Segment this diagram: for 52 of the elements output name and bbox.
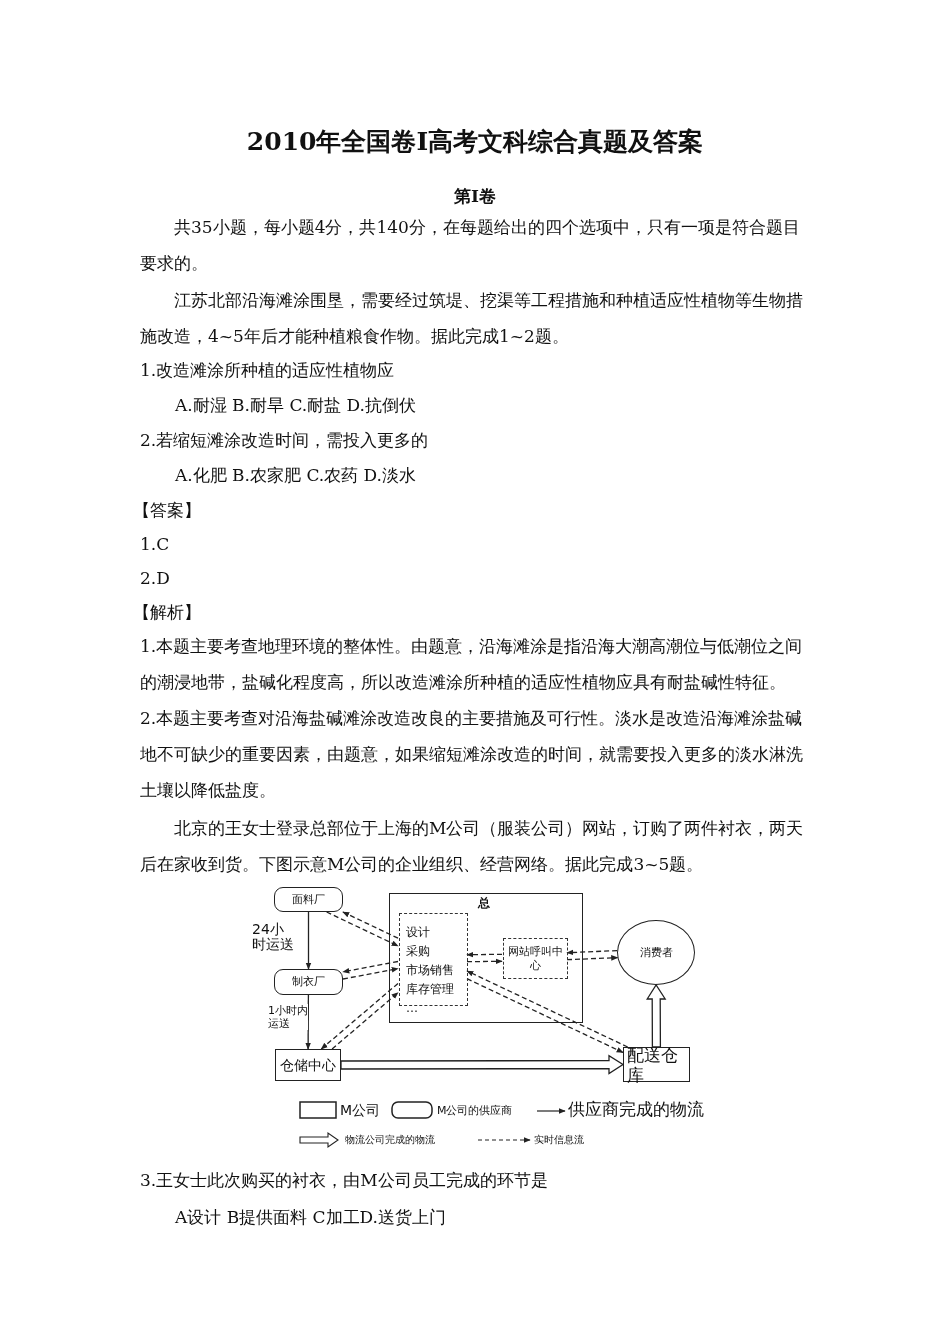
paragraph: 共35小题，每小题4分，共140分，在每题给出的四个选项中，只有一项是符合题目要求的。 — [140, 216, 801, 275]
website-box: 网站呼叫中心 — [503, 938, 568, 979]
dashed-arrow — [466, 978, 624, 1054]
distribution-box: 配送仓库 — [623, 1047, 690, 1082]
dashed-arrow — [466, 951, 503, 958]
answer-options: A.化肥 B.农家肥 C.农药 D.淡水 — [175, 457, 775, 493]
list-item: 市场销售 — [406, 962, 454, 978]
box-heading: 总 — [478, 896, 490, 910]
title: 2010年全国卷Ⅰ高考文科综合真题及答案 — [245, 126, 705, 158]
edge-label: 24小时运送 — [252, 922, 296, 952]
supplier-box: 制衣厂 — [274, 969, 343, 995]
dashed-arrow — [342, 960, 399, 974]
list-item: … — [406, 1000, 418, 1016]
supplier-box: 面料厂 — [274, 887, 343, 912]
question: 2.若缩短滩涂改造时间，需投入更多的 — [140, 429, 430, 452]
dashed-arrow — [342, 967, 399, 980]
question: 1.改造滩涂所种植的适应性植物应 — [140, 359, 396, 382]
answer-options: A设计 B提供面料 C加工D.送货上门 — [175, 1199, 775, 1235]
dashed-arrow — [566, 949, 618, 956]
legend-label: M公司 — [340, 1101, 381, 1119]
dashed-arrow — [466, 958, 503, 965]
headquarters-box — [389, 893, 583, 1023]
analysis-heading: 【解析】 — [133, 601, 202, 624]
list-item: 设计 — [406, 924, 430, 940]
dashed-arrow — [320, 982, 399, 1050]
dashed-arrow — [566, 955, 619, 961]
dashed-arrow — [325, 911, 399, 947]
list-item: 库存管理 — [406, 981, 454, 997]
paragraph: 1.本题主要考查地理环境的整体性。由题意，沿海滩涂是指沿海大潮高潮位与低潮位之间的潮浸地带，盐碱化程度高，所以改造滩涂所种植的适应性植物应具有耐盐碱性特征。 — [140, 635, 804, 694]
arrow — [305, 994, 311, 1050]
legend-label: 实时信息流 — [534, 1133, 584, 1147]
arrow — [305, 911, 312, 970]
dashed-arrow — [466, 970, 629, 1048]
section-heading: 第Ⅰ卷 — [453, 185, 497, 208]
hollow-arrow — [646, 983, 667, 1048]
legend-label: M公司的供应商 — [437, 1103, 513, 1118]
legend-label: 物流公司完成的物流 — [345, 1133, 435, 1147]
paragraph: 2.本题主要考查对沿海盐碱滩涂改造改良的主要措施及可行性。淡水是改造沿海滩涂盐碱地不可缺少的重要因素，由题意，如果缩短滩涂改造的时间，就需要投入更多的淡水淋洗土壤以降低盐度。 — [140, 707, 804, 802]
edge-label: 1小时内运送 — [268, 1004, 308, 1030]
answer: 1.C — [140, 533, 171, 556]
hollow-arrow — [340, 1054, 625, 1075]
dashed-arrow — [342, 911, 399, 939]
answer-options: A.耐湿 B.耐旱 C.耐盐 D.抗倒伏 — [175, 387, 775, 423]
list-item: 采购 — [406, 943, 430, 959]
answer-heading: 【答案】 — [133, 499, 202, 522]
question: 3.王女士此次购买的衬衣，由M公司员工完成的环节是 — [140, 1169, 549, 1192]
dashed-arrow — [331, 991, 399, 1050]
legend-label: 供应商完成的物流 — [568, 1099, 704, 1120]
paragraph: 江苏北部沿海滩涂围垦，需要经过筑堤、挖渠等工程措施和种植适应性植物等生物措施改造，4~5年后才能种植粮食作物。据此完成1~2题。 — [140, 289, 804, 348]
answer: 2.D — [140, 567, 171, 590]
paragraph: 北京的王女士登录总部位于上海的M公司（服装公司）网站，订购了两件衬衣，两天后在家收到货。下图示意M公司的企业组织、经营网络。据此完成3~5题。 — [140, 817, 805, 876]
warehouse-box: 仓储中心 — [275, 1049, 341, 1081]
